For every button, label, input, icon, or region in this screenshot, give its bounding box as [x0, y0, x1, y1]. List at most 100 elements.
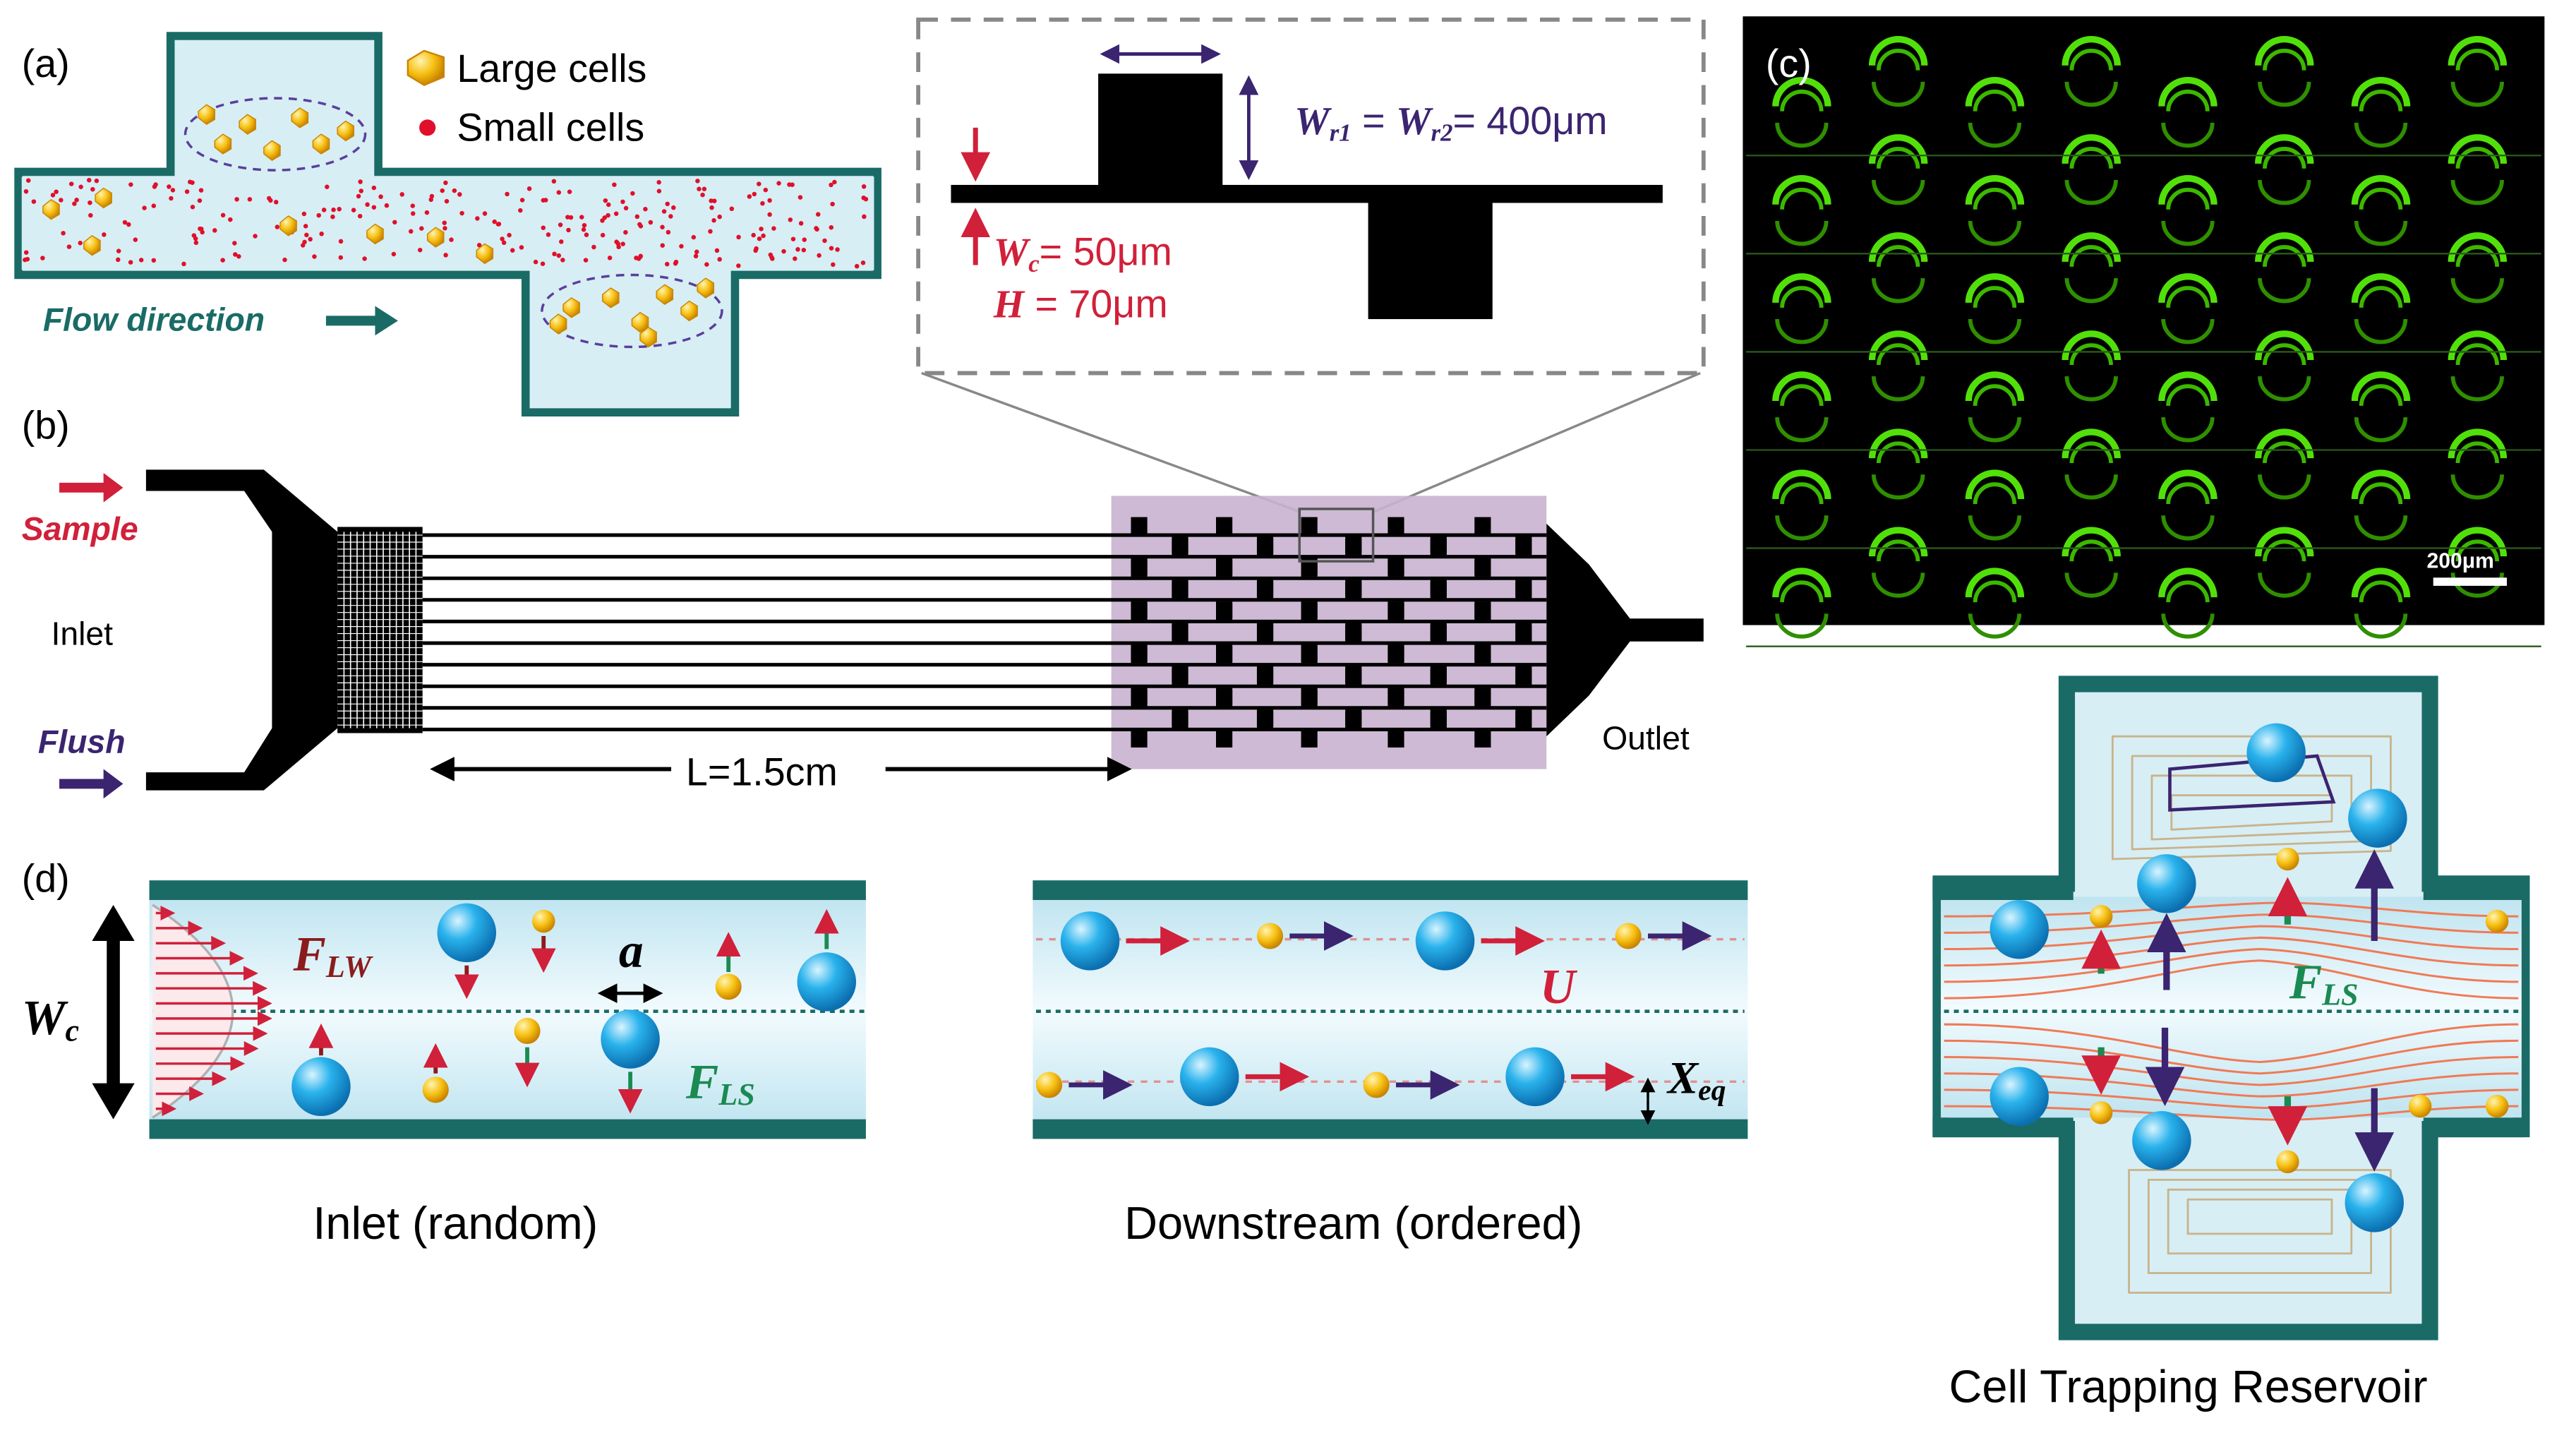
- trapped-cell-glow: [2258, 474, 2311, 500]
- trapped-cell-glow: [2161, 122, 2215, 148]
- reservoir: [1430, 668, 1447, 685]
- small-cell: [1036, 1072, 1063, 1098]
- small-cell: [815, 212, 821, 217]
- small-cell: [247, 197, 253, 202]
- small-cell: [197, 198, 203, 203]
- res-wall-bl: [1932, 1117, 2074, 1138]
- small-cell: [767, 212, 772, 217]
- small-cell: [220, 258, 225, 263]
- small-cell: [695, 179, 700, 184]
- small-cell: [128, 182, 133, 187]
- small-cell: [793, 256, 798, 261]
- trapped-cell-glow: [2455, 441, 2500, 464]
- small-cell: [371, 185, 377, 191]
- filter-grid: [337, 532, 423, 728]
- reservoir: [1345, 668, 1362, 685]
- small-cell: [2408, 1094, 2432, 1118]
- trapped-cell-glow: [2455, 539, 2500, 562]
- small-cell: [603, 198, 608, 203]
- small-cell: [814, 227, 819, 232]
- small-cell: [449, 237, 454, 242]
- trapped-cell-glow: [2255, 134, 2314, 164]
- small-cell: [170, 188, 176, 193]
- trapped-cell-glow: [2069, 343, 2113, 366]
- trapped-cell-glow: [2158, 273, 2217, 304]
- trapped-cell-glow: [2354, 220, 2408, 246]
- reservoir: [1256, 668, 1274, 685]
- small-cell: [151, 258, 157, 263]
- trapped-cell-glow: [2351, 371, 2411, 402]
- trapped-cell-glow: [2448, 428, 2508, 459]
- large-cell: [656, 284, 674, 306]
- u-label: U: [1540, 960, 1578, 1014]
- reservoir-cells: [1990, 723, 2509, 1232]
- small-cell: [443, 180, 448, 186]
- small-cell: [228, 217, 233, 222]
- small-cell: [556, 253, 562, 258]
- reservoir: [1216, 517, 1233, 534]
- reservoir: [1172, 625, 1188, 642]
- small-cell: [630, 191, 635, 196]
- reservoir: [1301, 603, 1318, 620]
- trapped-cell-glow: [2359, 188, 2403, 210]
- trapped-cell-glow: [1780, 482, 1824, 505]
- small-cell: [541, 225, 546, 230]
- trapped-cell-glow: [1868, 330, 1928, 361]
- small-cell: [330, 214, 335, 220]
- large-cell: [2348, 788, 2407, 848]
- small-cell: [54, 189, 59, 194]
- small-cell: [556, 190, 562, 195]
- small-cell: [122, 220, 128, 225]
- trapped-cell-glow: [2064, 474, 2118, 500]
- reservoir: [1515, 711, 1532, 728]
- small-cell: [232, 241, 237, 246]
- trapped-cell-glow: [1973, 89, 2017, 112]
- small-cell: [579, 215, 584, 220]
- small-cell: [133, 237, 138, 242]
- small-cell: [736, 263, 741, 268]
- downstream-wall-bottom: [1033, 1119, 1748, 1139]
- small-cell: [102, 232, 107, 237]
- small-cell: [198, 188, 204, 193]
- large-cell: [562, 297, 580, 318]
- trapped-cell-glow: [1968, 515, 2022, 541]
- small-cell: [607, 256, 613, 260]
- streamline: [1944, 959, 2519, 1000]
- small-cell: [751, 232, 756, 238]
- small-cell: [424, 210, 430, 215]
- inset-reservoir-top: [1098, 73, 1223, 188]
- trapped-cell-glow: [2448, 36, 2508, 66]
- large-cell: [1505, 1047, 1565, 1107]
- trapped-cell-glow: [1772, 175, 1831, 205]
- trapped-cell-glow: [1876, 539, 1920, 562]
- trapped-cell-glow: [1872, 376, 1925, 402]
- trapped-cell-glow: [1775, 613, 1829, 639]
- small-cell: [2276, 847, 2299, 871]
- small-cell: [715, 973, 742, 1000]
- small-cell: [757, 181, 762, 186]
- large-cell: [2132, 1111, 2191, 1170]
- small-cell: [184, 189, 190, 194]
- reservoir: [1515, 668, 1532, 685]
- small-cell: [78, 184, 83, 189]
- trapped-cell-glow: [2161, 220, 2215, 246]
- panel-b: (b) Sample Inlet Flush Outlet L=1.5cm: [22, 403, 1704, 799]
- small-cell: [1256, 923, 1284, 949]
- small-cell: [565, 215, 570, 220]
- small-cell: [854, 263, 860, 269]
- small-cell: [338, 239, 344, 244]
- small-cell: [392, 220, 397, 225]
- small-cell: [606, 202, 611, 208]
- trapped-cell-glow: [1965, 568, 2025, 598]
- caption-reservoir: Cell Trapping Reservoir: [1949, 1361, 2428, 1412]
- small-cell: [519, 245, 524, 250]
- trapped-cell-glow: [2166, 89, 2210, 112]
- panel-c: (c) 200μm: [1743, 16, 2545, 647]
- trapped-cell-glow: [1968, 318, 2022, 344]
- caption-downstream: Downstream (ordered): [1124, 1197, 1582, 1249]
- trapped-cell-glow: [1780, 286, 1824, 308]
- trapped-cell-glow: [2354, 613, 2408, 639]
- small-cell: [679, 244, 684, 249]
- trapped-cell-glow: [2448, 330, 2508, 361]
- small-cell: [709, 205, 714, 210]
